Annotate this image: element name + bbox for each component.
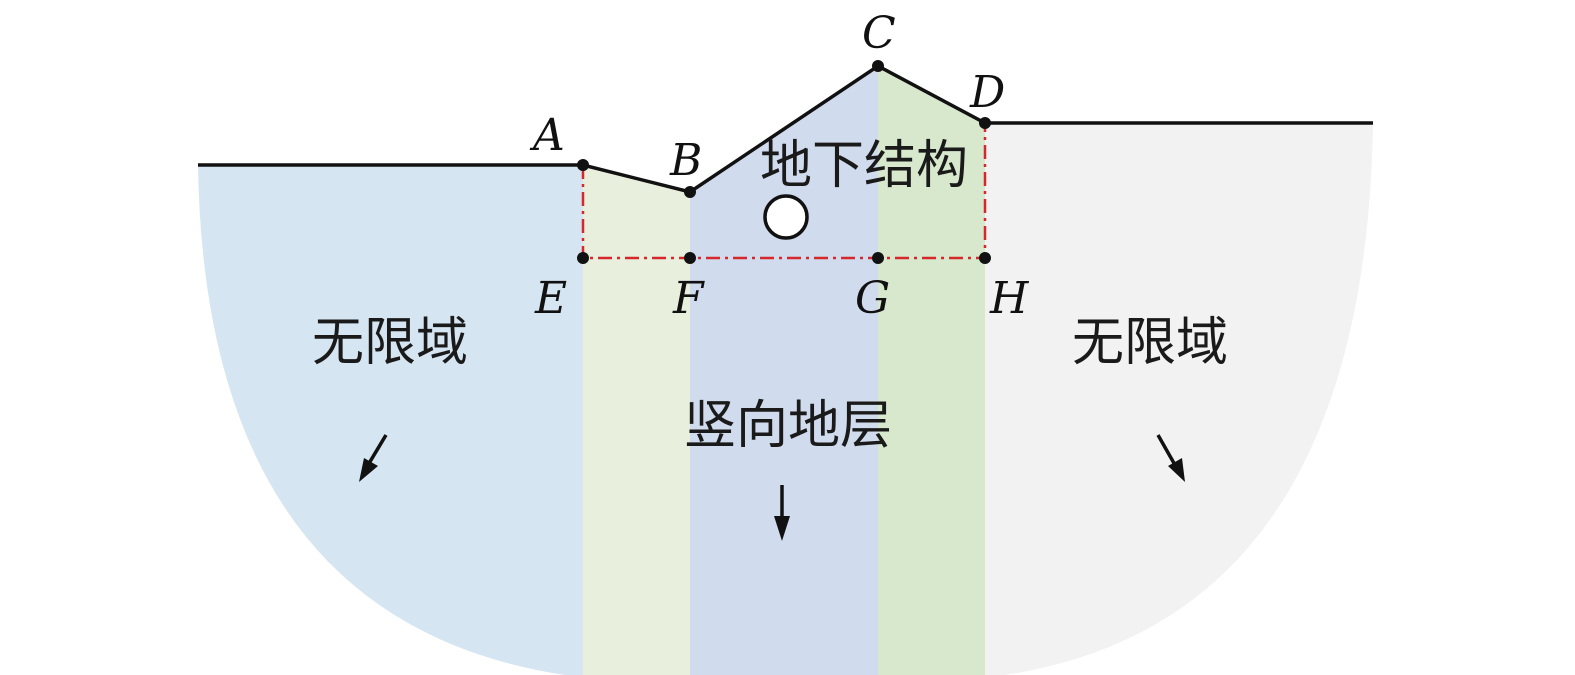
point-d [979,117,991,129]
label-h: H [989,273,1030,324]
tunnel-circle-icon [763,194,809,240]
label-underground-structure: 地下结构 [760,136,968,196]
point-e [577,252,589,264]
strip-region-gh [878,66,985,675]
label-g: G [855,273,890,324]
ground-surface-line [198,63,1373,194]
arrow-down-icon [774,485,790,541]
arrow-down-right-icon [1156,434,1185,482]
point-b [684,186,696,198]
left-infinite-domain [198,165,583,675]
point-f [684,252,696,264]
label-d: D [969,67,1005,118]
point-h [979,252,991,264]
label-infinite-domain-right: 无限域 [1072,313,1228,373]
strip-region-af [583,165,690,675]
label-a: A [529,110,565,161]
dashdot-boundary [581,123,987,260]
right-infinite-domain [985,123,1373,675]
label-f: F [672,273,705,324]
arrow-down-left-icon [359,434,388,482]
label-vertical-strata: 竖向地层 [684,396,892,456]
point-a [577,159,589,171]
label-b: B [669,135,702,186]
point-g [872,252,884,264]
label-c: C [862,8,896,59]
label-infinite-domain-left: 无限域 [312,313,468,373]
point-c [872,60,884,72]
strip-region-fg [690,66,878,675]
node-points [577,60,991,264]
label-e: E [534,273,567,324]
